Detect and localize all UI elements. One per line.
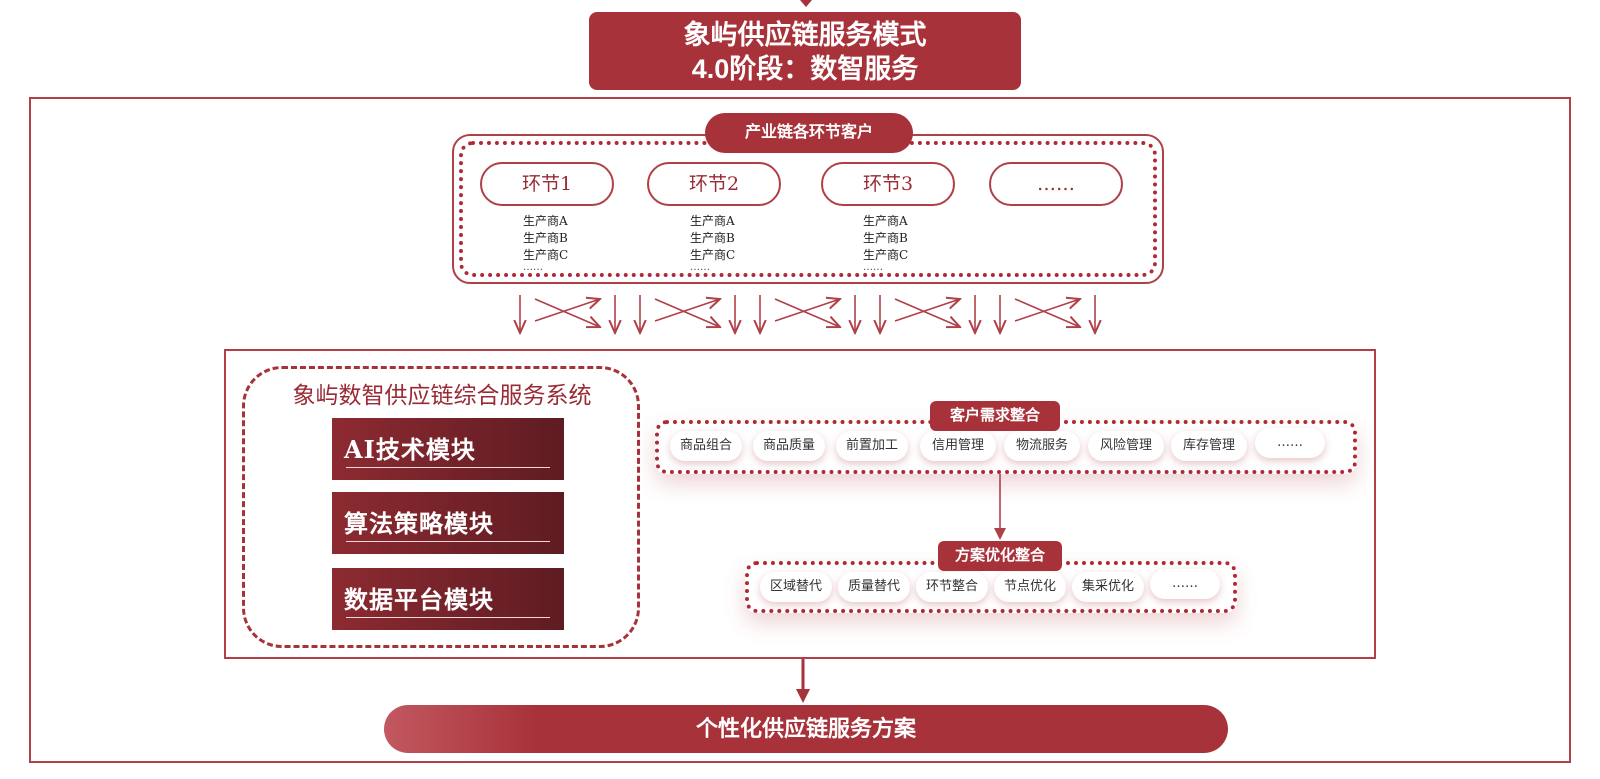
producer-item: 生产商A: [863, 214, 908, 228]
producer-item: 生产商C: [523, 248, 569, 262]
stage-3-producers: 生产商A 生产商B 生产商C ……: [863, 213, 943, 273]
demand-chip: 风险管理: [1088, 431, 1164, 461]
optimization-chip: 集采优化: [1072, 572, 1144, 602]
module-underline: [346, 541, 550, 542]
system-frame: [224, 349, 1376, 659]
stage-1-pill: 环节1: [480, 162, 614, 206]
module-underline: [346, 467, 550, 468]
module-algorithm: 算法策略模块: [332, 492, 564, 554]
stage-3-pill: 环节3: [821, 162, 955, 206]
producer-item: 生产商A: [523, 214, 568, 228]
module-ai: AI技术模块: [332, 418, 564, 480]
demand-integration-title: 客户需求整合: [930, 401, 1060, 431]
module-label: 算法策略模块: [344, 509, 494, 538]
module-data-platform: 数据平台模块: [332, 568, 564, 630]
optimization-integration-title: 方案优化整合: [938, 541, 1062, 571]
cross-arrow: [774, 298, 840, 327]
module-underline: [346, 617, 550, 618]
producer-item: 生产商C: [863, 248, 909, 262]
producer-more: ……: [690, 262, 710, 273]
demand-chip: 库存管理: [1171, 431, 1247, 461]
optimization-chip: 环节整合: [916, 572, 988, 602]
system-title: 象屿数智供应链综合服务系统: [292, 383, 592, 409]
page-title: 象屿供应链服务模式 4.0阶段：数智服务: [589, 12, 1021, 90]
stage-2-producers: 生产商A 生产商B 生产商C ……: [690, 213, 770, 273]
cross-arrow: [1014, 298, 1080, 327]
producer-more: ……: [863, 262, 883, 273]
optimization-chip: 质量替代: [838, 572, 910, 602]
optimization-chip: 节点优化: [994, 572, 1066, 602]
stage-more-pill: ……: [989, 162, 1123, 206]
stage-1-producers: 生产商A 生产商B 生产商C ……: [523, 213, 603, 273]
producer-item: 生产商B: [863, 231, 908, 245]
demand-chip: 物流服务: [1004, 431, 1080, 461]
demand-chip: 信用管理: [920, 431, 996, 461]
module-label: AI技术模块: [344, 435, 476, 464]
cross-arrow: [774, 299, 840, 322]
demand-chip: 商品质量: [753, 431, 825, 461]
cross-arrow: [1014, 299, 1080, 322]
flow-arrows-strip: [505, 295, 1105, 339]
optimization-chip-more: ……: [1150, 569, 1220, 599]
demand-chip: 前置加工: [836, 431, 908, 461]
producer-more: ……: [523, 262, 543, 273]
cross-arrow: [654, 299, 720, 322]
demand-chip-more: ……: [1255, 428, 1325, 458]
demand-to-optimization-arrow: [994, 474, 1006, 540]
system-dashed-border: [242, 366, 640, 648]
demand-chip: 商品组合: [670, 431, 742, 461]
system-to-result-arrow: [796, 659, 810, 703]
cross-arrow: [894, 298, 960, 327]
producer-item: 生产商C: [690, 248, 736, 262]
result-bar: 个性化供应链服务方案: [384, 705, 1228, 753]
cross-arrow: [534, 299, 600, 322]
producer-item: 生产商B: [690, 231, 735, 245]
module-label: 数据平台模块: [344, 585, 494, 614]
producer-item: 生产商A: [690, 214, 735, 228]
producer-item: 生产商B: [523, 231, 568, 245]
outer-frame: [29, 97, 1571, 763]
stage-2-pill: 环节2: [647, 162, 781, 206]
cross-arrow: [894, 299, 960, 322]
cross-arrow: [534, 298, 600, 327]
cross-arrow: [654, 298, 720, 327]
incoming-arrow: [800, 0, 812, 7]
customer-panel-title: 产业链各环节客户: [705, 113, 913, 153]
title-line-2: 4.0阶段：数智服务: [691, 54, 919, 84]
title-line-1: 象屿供应链服务模式: [683, 20, 927, 50]
optimization-chip: 区域替代: [760, 572, 832, 602]
